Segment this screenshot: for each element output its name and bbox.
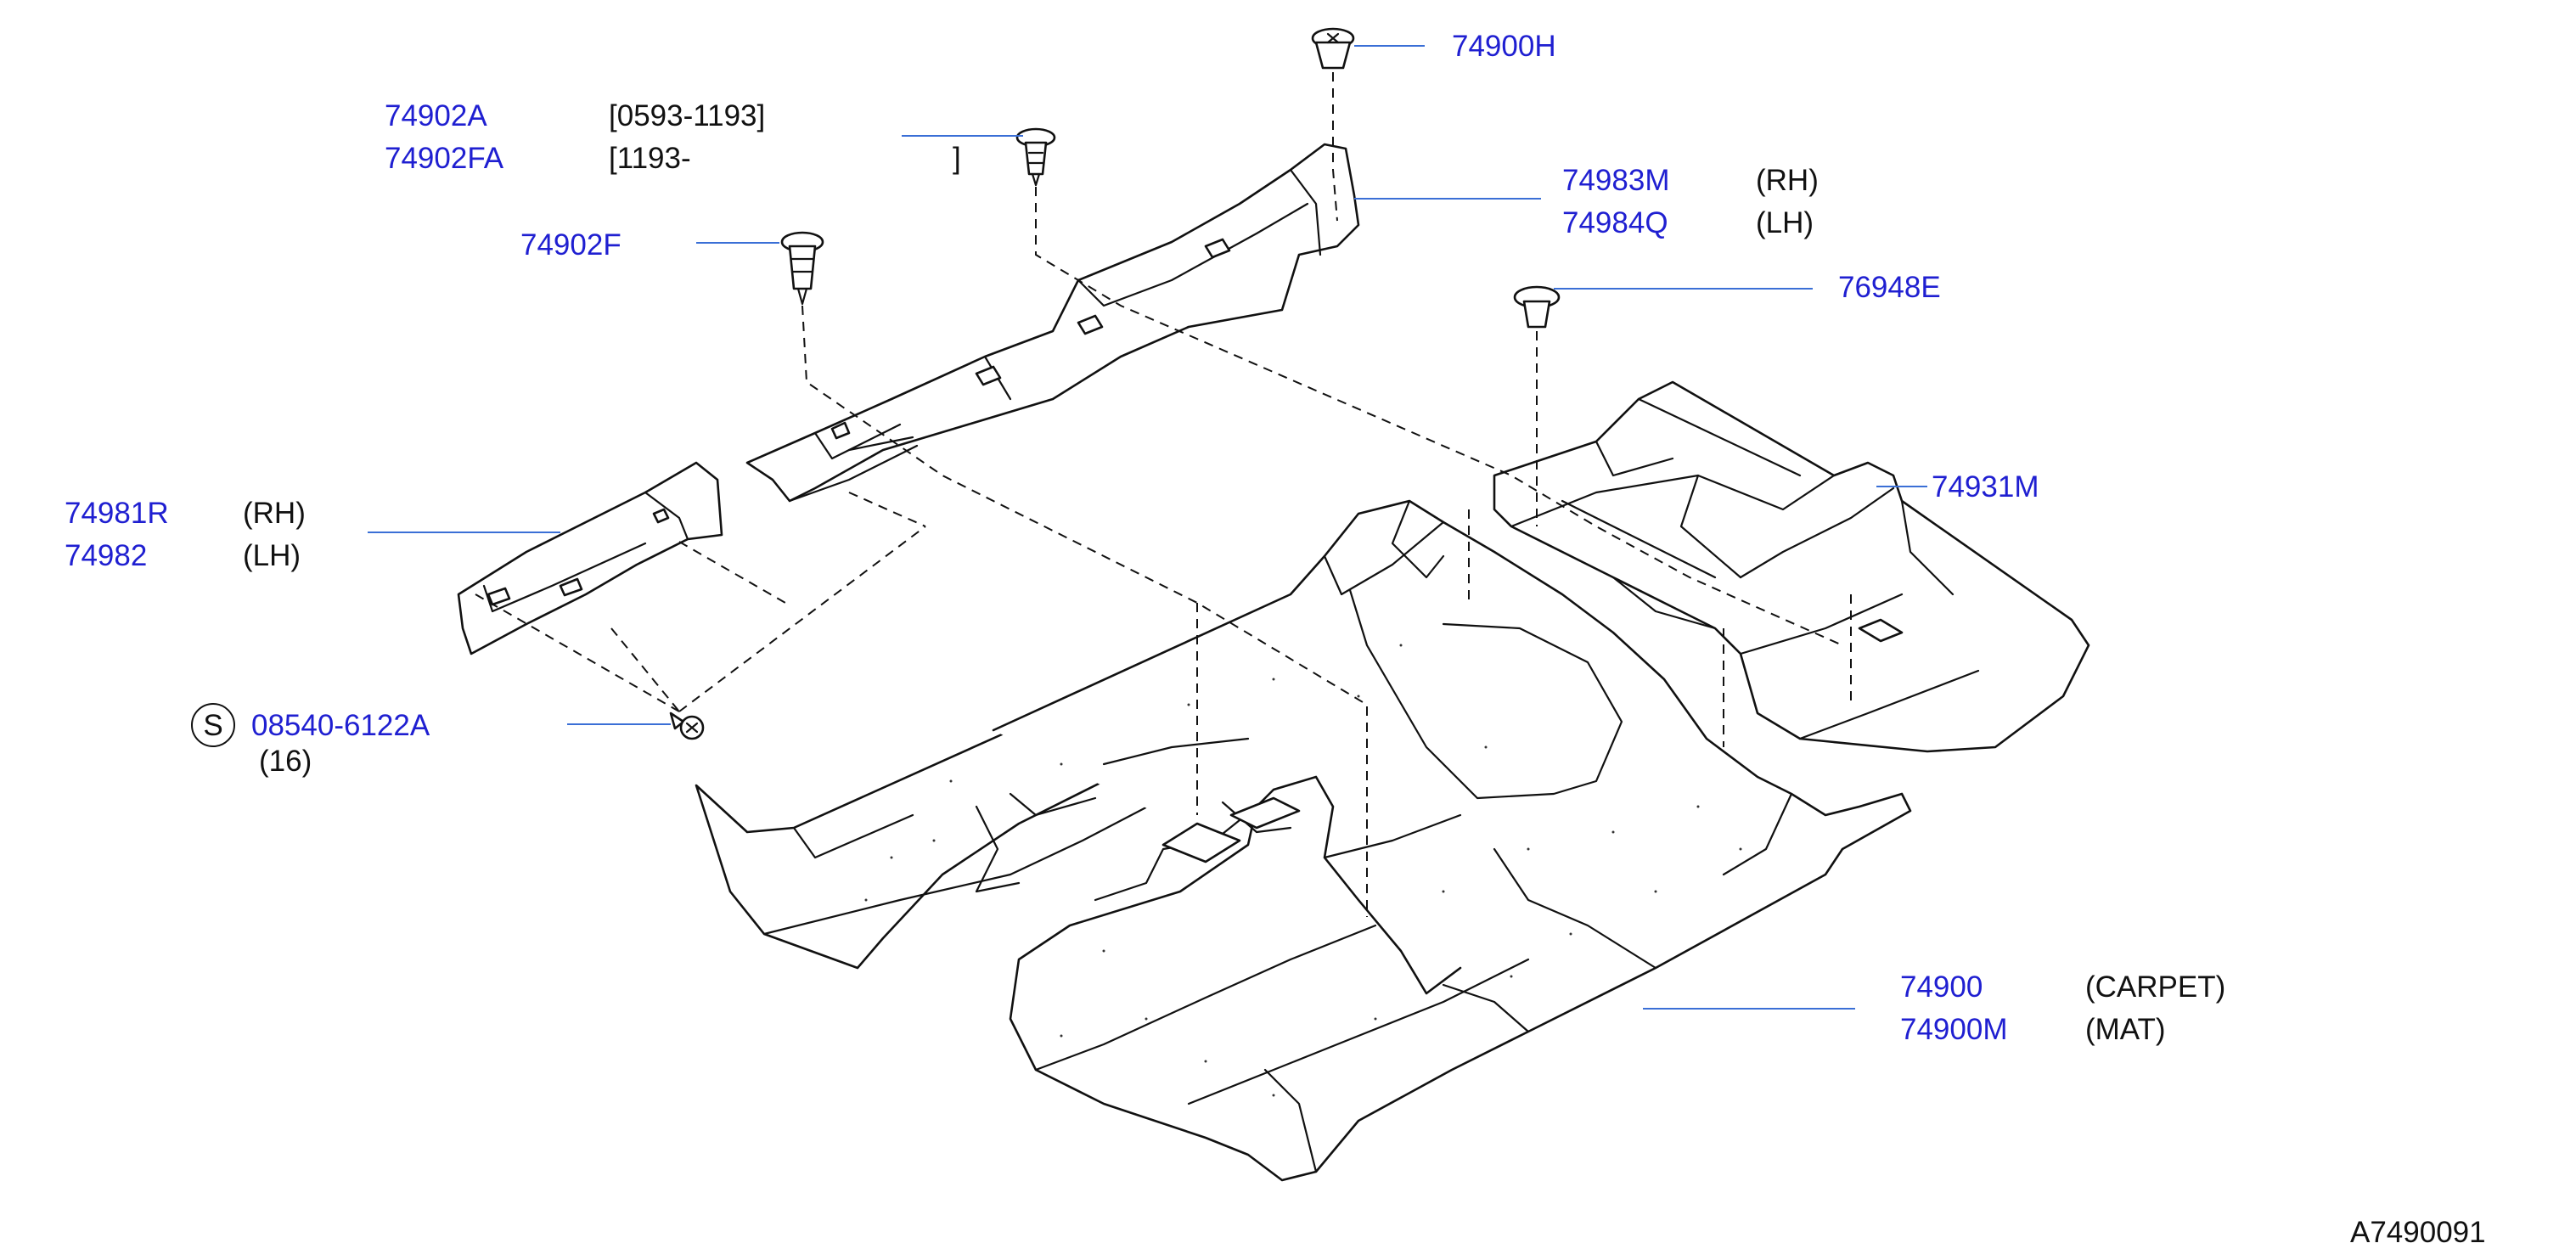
part-number-74900H[interactable]: 74900H: [1452, 30, 1556, 63]
note-74902A-date-range: [0593-1193]: [609, 99, 765, 132]
part-number-74900M[interactable]: 74900M: [1900, 1013, 2007, 1046]
note-74983M-side: (RH): [1756, 164, 1819, 197]
clip-74900H-illustration: [1311, 27, 1355, 70]
part-number-74902FA[interactable]: 74902FA: [385, 142, 504, 175]
note-74900M-mat: (MAT): [2085, 1013, 2166, 1046]
standard-part-symbol: S: [191, 703, 235, 747]
diagram-code: A7490091: [2350, 1216, 2486, 1249]
part-number-74982[interactable]: 74982: [65, 539, 147, 572]
clip-76948E-illustration: [1513, 285, 1561, 329]
clip-74902A-illustration: [1015, 127, 1056, 187]
leader-lines: [368, 45, 1927, 1010]
side-trim-lower-illustration: [457, 461, 723, 655]
labels: 74900H 74902A [0593-1193] 74902FA [1193-…: [65, 30, 2486, 1249]
assembly-dash-lines: [475, 72, 1852, 917]
part-number-74900[interactable]: 74900: [1900, 970, 1983, 1004]
part-number-74983M[interactable]: 74983M: [1562, 164, 1669, 197]
part-number-74984Q[interactable]: 74984Q: [1562, 206, 1668, 239]
note-74984Q-side: (LH): [1756, 206, 1814, 239]
quantity-08540-6122A: (16): [259, 745, 312, 778]
part-number-74981R[interactable]: 74981R: [65, 497, 169, 530]
side-trim-upper-illustration: [745, 143, 1360, 503]
note-74902FA-bracket-end: ]: [953, 142, 961, 175]
note-74981R-side: (RH): [243, 497, 306, 530]
part-number-08540-6122A[interactable]: 08540-6122A: [251, 709, 430, 742]
floor-carpet-illustration: [695, 499, 1912, 1182]
part-number-74931M[interactable]: 74931M: [1932, 470, 2039, 503]
part-number-76948E[interactable]: 76948E: [1838, 271, 1941, 304]
standard-part-symbol-letter: S: [203, 709, 222, 742]
part-number-74902A[interactable]: 74902A: [385, 99, 487, 132]
note-74982-side: (LH): [243, 539, 301, 572]
part-number-74902F[interactable]: 74902F: [520, 228, 622, 262]
clip-74902F-illustration: [780, 231, 824, 306]
rear-floor-carpet-illustration: [1493, 380, 2090, 753]
note-74900-carpet: (CARPET): [2085, 970, 2225, 1004]
note-74902FA-date-range: [1193-: [609, 142, 691, 175]
screw-08540-illustration: [669, 712, 705, 740]
